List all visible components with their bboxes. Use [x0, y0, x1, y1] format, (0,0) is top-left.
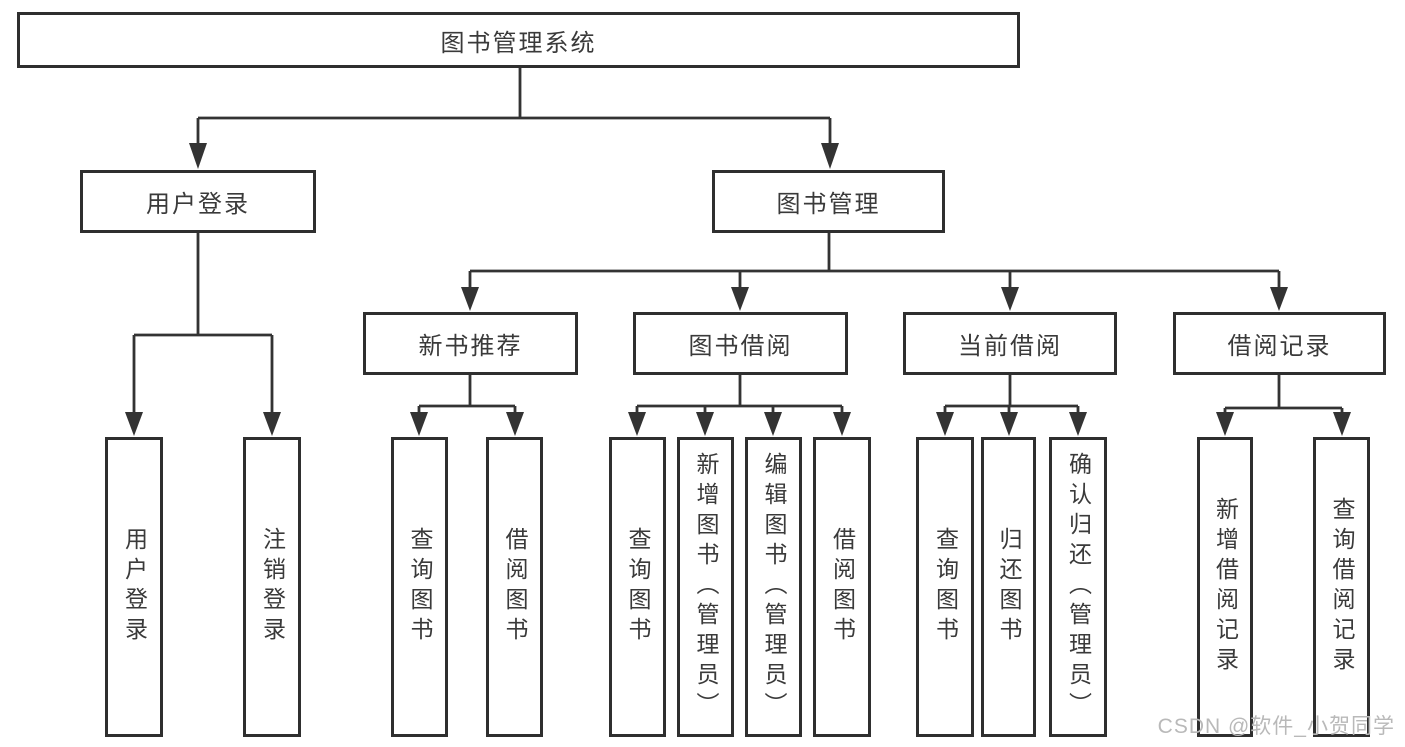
- node-label: 查询图书: [932, 527, 959, 647]
- leaf-records-query-record: 查询借阅记录: [1313, 437, 1370, 737]
- node-label: 借阅记录: [1227, 333, 1332, 360]
- node-label: 归还图书: [996, 527, 1022, 647]
- node-label: 图书管理系统: [440, 29, 597, 57]
- node-label: 当前借阅: [958, 333, 1062, 360]
- node-label: 图书管理: [776, 191, 881, 218]
- leaf-logout: 注销登录: [243, 437, 301, 737]
- node-label: 新增借阅记录: [1212, 497, 1239, 677]
- node-label: 图书借阅: [688, 333, 793, 360]
- leaf-borrow-query-books: 查询图书: [609, 437, 666, 737]
- node-book-borrow: 图书借阅: [633, 312, 848, 375]
- node-label: 查询图书: [625, 527, 651, 647]
- node-library-management-system: 图书管理系统: [17, 12, 1020, 68]
- leaf-current-query-books: 查询图书: [916, 437, 974, 737]
- node-user-login: 用户登录: [80, 170, 316, 233]
- node-label: 注销登录: [259, 527, 286, 647]
- arrowheads: [125, 143, 1351, 436]
- leaf-current-confirm-return-admin: 确认归还（管理员）: [1049, 437, 1107, 737]
- watermark: CSDN @软件_小贺同学: [1157, 715, 1395, 738]
- node-label: 新书推荐: [418, 333, 523, 360]
- leaf-newbooks-borrow-books: 借阅图书: [486, 437, 543, 737]
- leaf-borrow-borrow-books: 借阅图书: [813, 437, 871, 737]
- node-label: 编辑图书（管理员）: [761, 452, 787, 722]
- node-label: 用户登录: [121, 527, 148, 647]
- node-book-management: 图书管理: [712, 170, 945, 233]
- leaf-user-login: 用户登录: [105, 437, 163, 737]
- leaf-borrow-edit-books-admin: 编辑图书（管理员）: [745, 437, 802, 737]
- leaf-records-add-record: 新增借阅记录: [1197, 437, 1253, 737]
- node-label: 借阅图书: [502, 527, 528, 647]
- leaf-borrow-add-books-admin: 新增图书（管理员）: [677, 437, 734, 737]
- node-new-book-recommend: 新书推荐: [363, 312, 578, 375]
- node-current-borrow: 当前借阅: [903, 312, 1117, 375]
- node-label: 用户登录: [146, 191, 250, 218]
- node-borrow-records: 借阅记录: [1173, 312, 1386, 375]
- leaf-current-return-books: 归还图书: [981, 437, 1036, 737]
- node-label: 查询图书: [407, 527, 433, 647]
- node-label: 确认归还（管理员）: [1065, 452, 1092, 722]
- node-label: 新增图书（管理员）: [693, 452, 719, 722]
- node-label: 查询借阅记录: [1329, 497, 1355, 677]
- leaf-newbooks-query-books: 查询图书: [391, 437, 448, 737]
- tree-edges: [132, 68, 1344, 415]
- node-label: 借阅图书: [829, 527, 856, 647]
